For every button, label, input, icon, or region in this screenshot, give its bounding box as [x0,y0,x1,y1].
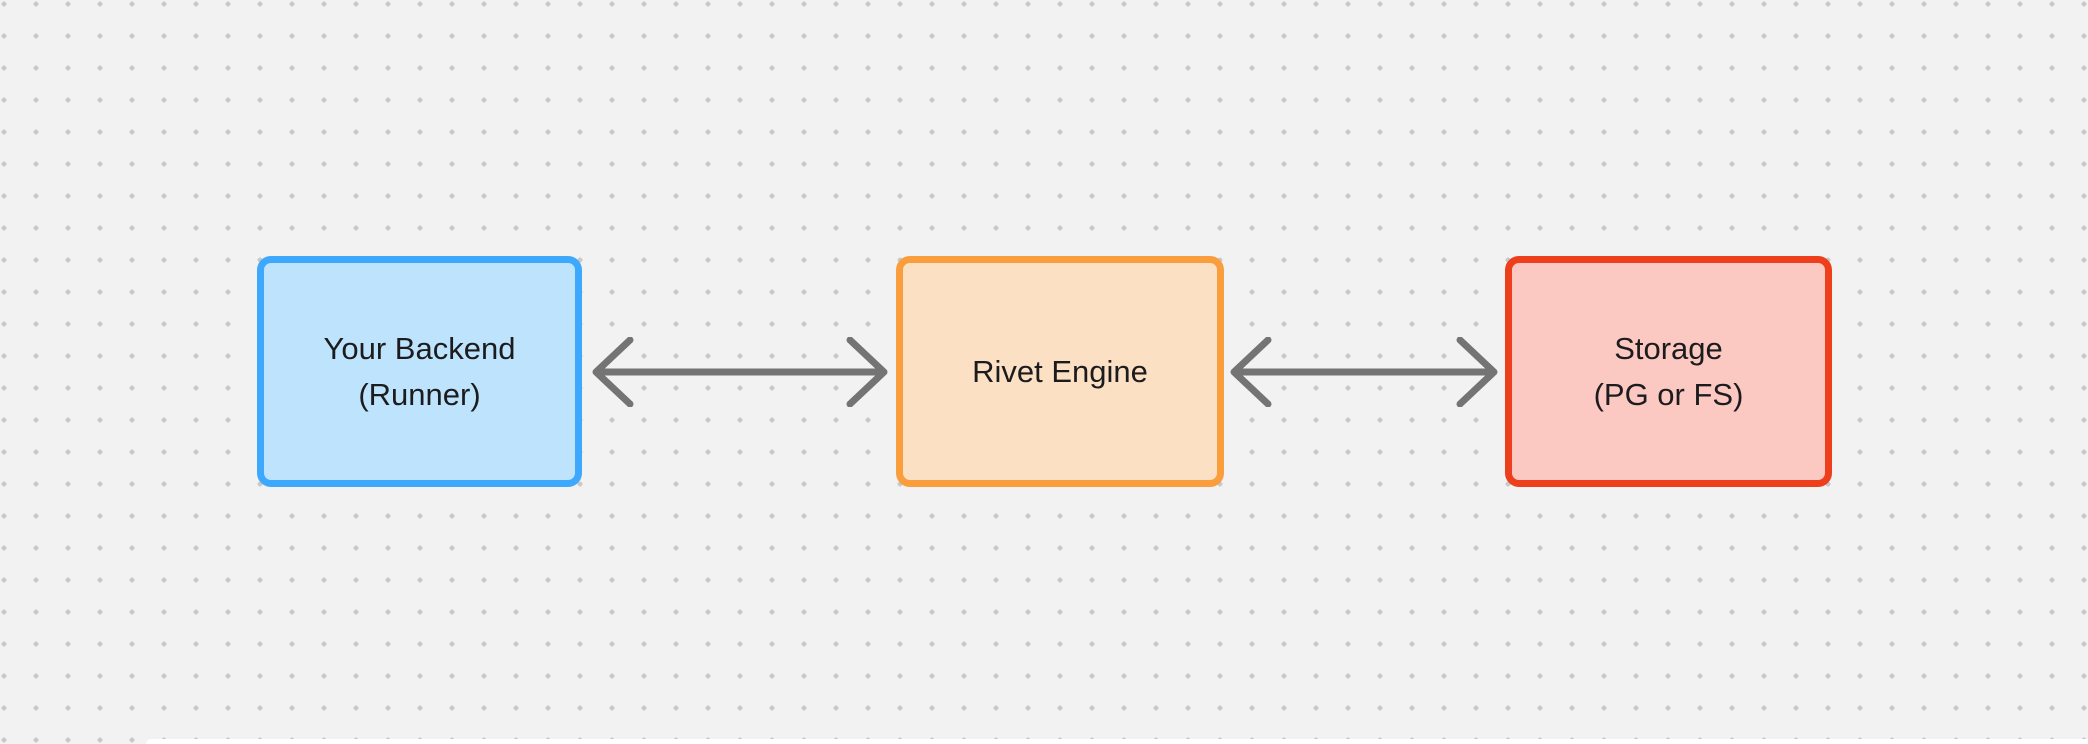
node-label: Your Backend [323,330,516,366]
double-arrow-strokes [1230,337,1498,407]
double-arrow-connector[interactable] [1228,337,1498,407]
node-storage[interactable]: Storage (PG or FS) [1505,256,1832,487]
double-arrow-connector[interactable] [590,337,890,407]
node-your-backend[interactable]: Your Backend (Runner) [257,256,582,487]
bottom-panel-edge [146,739,2088,744]
node-label: (PG or FS) [1593,376,1744,412]
double-arrow-strokes [592,337,888,407]
node-label: Storage [1614,330,1723,366]
node-label: Rivet Engine [972,353,1148,389]
node-rivet-engine[interactable]: Rivet Engine [896,256,1224,487]
node-label: (Runner) [358,376,481,412]
